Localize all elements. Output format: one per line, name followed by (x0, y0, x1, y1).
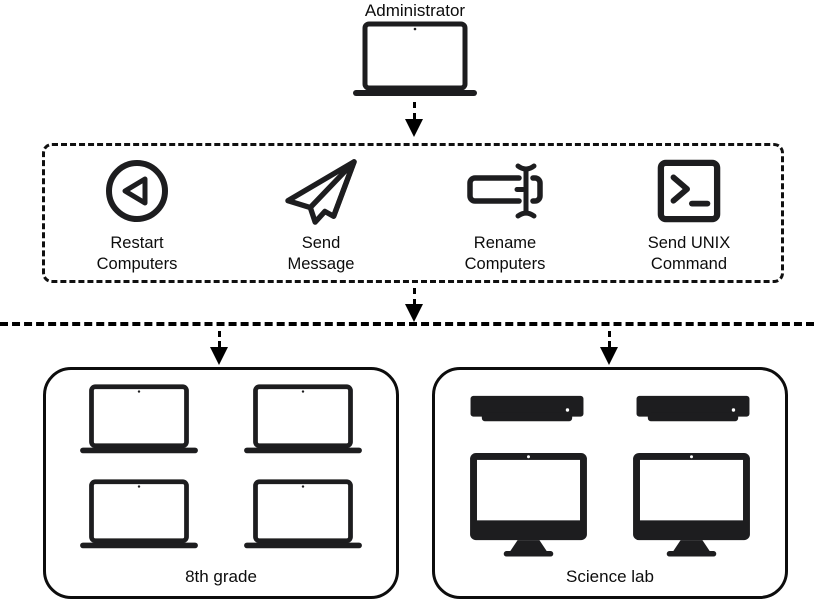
device-grid (54, 376, 388, 560)
laptop-icon (79, 478, 199, 554)
arrowhead-actions-to-divider (405, 304, 423, 322)
device-grid (443, 376, 777, 560)
connector-admin-to-actions (413, 102, 416, 119)
mac-mini-icon (466, 394, 588, 426)
connector-to-science-group (608, 331, 611, 347)
laptop-icon (243, 383, 363, 459)
desktop-monitor-icon (632, 452, 751, 557)
group-label: Science lab (566, 567, 654, 586)
group-label: 8th grade (185, 567, 257, 586)
action-label: Send Message (287, 234, 355, 273)
laptop-icon (79, 383, 199, 459)
terminal-icon (657, 158, 721, 224)
action-label: Send UNIX Command (647, 234, 731, 273)
scope-divider-line (0, 322, 814, 326)
group-8th-grade: 8th grade (43, 367, 399, 599)
action-restart-computers: Restart Computers (52, 158, 222, 275)
group-science-lab: Science lab (432, 367, 788, 599)
arrowhead-to-science-group (600, 347, 618, 365)
administrator-laptop-icon (352, 20, 478, 100)
connector-actions-to-divider (413, 288, 416, 305)
desktop-monitor-icon (469, 452, 588, 557)
rename-field-icon (465, 158, 545, 224)
arrowhead-admin-to-actions (405, 119, 423, 137)
actions-container: Restart Computers Send Message (42, 143, 784, 283)
action-send-message: Send Message (236, 158, 406, 275)
action-label: Rename Computers (464, 234, 546, 273)
connector-to-grade-group (218, 331, 221, 347)
administrator-label: Administrator (364, 1, 466, 20)
send-message-icon (282, 158, 360, 225)
laptop-icon (243, 478, 363, 554)
action-label: Restart Computers (96, 234, 178, 273)
arrowhead-to-grade-group (210, 347, 228, 365)
mac-mini-icon (632, 394, 754, 426)
action-send-unix-command: Send UNIX Command (604, 158, 774, 275)
restart-icon (104, 158, 170, 224)
action-rename-computers: Rename Computers (420, 158, 590, 275)
